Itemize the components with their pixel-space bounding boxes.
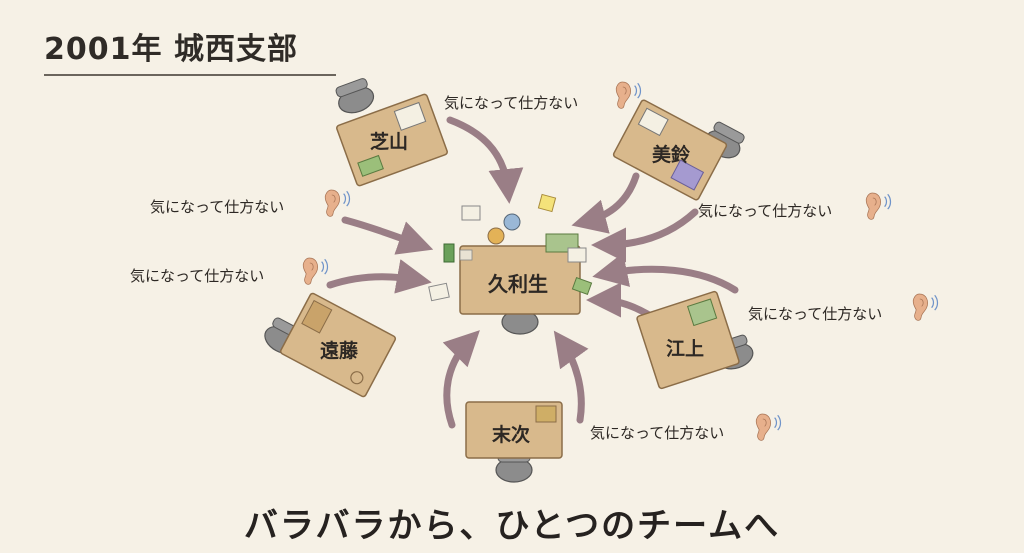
desk-name-suetsugu: 末次 [492,424,531,446]
ear-icon-right-upper [865,192,892,220]
arrow-from-left-upper [341,216,434,255]
ear-icon-bottom-right [755,413,782,441]
desk-suetsugu [465,401,563,483]
ear-icon-left-lower [302,257,329,285]
desk-name-shibayama: 芝山 [370,131,409,153]
label-left-lower: 気になって仕方ない [130,267,265,285]
ear-icon-left-upper [324,189,351,217]
desk-egami [636,290,757,390]
arrow-from-suetsugu [553,330,589,424]
arrow-from-shibayama [446,116,524,204]
arrow-from-egami-upper [592,252,739,294]
desk-name-endo: 遠藤 [320,340,359,362]
ear-icon-right-lower [912,293,939,321]
arrow-from-right-upper [591,208,699,263]
headline: バラバラから、ひとつのチームへ [243,506,781,546]
label-left-upper: 気になって仕方ない [150,198,285,216]
ear-icon-top [615,81,642,109]
desk-name-misuzu: 美鈴 [652,144,691,166]
desk-endo [259,292,397,398]
arrow-from-bottom-left [442,330,480,429]
title-underline [44,74,336,76]
arrow-from-endo [326,259,432,294]
arrow-from-misuzu [571,172,640,234]
page-title: 2001年 城西支部 [44,32,298,67]
label-right-lower: 気になって仕方ない [748,305,883,323]
desk-misuzu [612,99,748,201]
desk-name-egami: 江上 [666,338,705,360]
label-bottom-right: 気になって仕方ない [590,424,725,442]
center-desk-name: 久利生 [488,272,548,296]
label-right-upper: 気になって仕方ない [698,202,833,220]
desk-clutter [428,193,593,302]
label-top: 気になって仕方ない [444,94,579,112]
desk-shibayama [332,76,448,187]
